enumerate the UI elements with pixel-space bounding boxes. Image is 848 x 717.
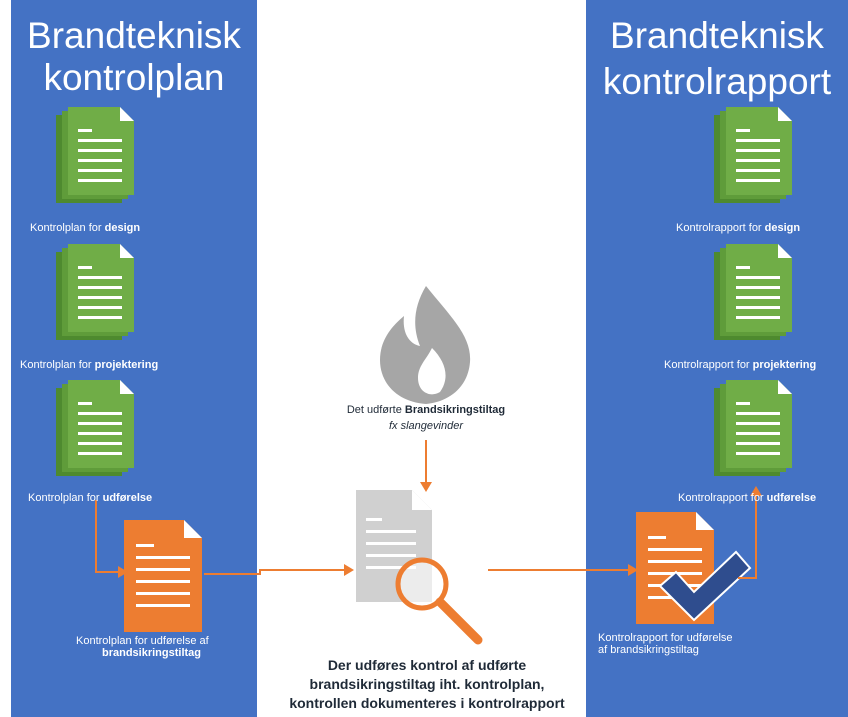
right-document-icon-design (714, 107, 792, 203)
right-doc-label-udforelse: Kontrolrapport for udførelse (678, 492, 817, 504)
fire-sublabel: fx slangevinder (389, 420, 463, 432)
right-panel-title-line1: Brandteknisk (610, 15, 824, 56)
fire-icon (380, 286, 471, 404)
flow-arrows (95, 440, 757, 579)
left-document-icon-design (56, 107, 134, 203)
left-panel-title-line2: kontrolplan (43, 57, 225, 98)
left-panel-title-line1: Brandteknisk (27, 15, 241, 56)
left-orange-doc-label: Kontrolplan for udførelse af brandsikrin… (76, 635, 209, 659)
right-orange-doc-label: Kontrolrapport for udførelse af brandsik… (598, 632, 733, 656)
right-panel-title-line2: kontrolrapport (602, 61, 832, 102)
left-doc-label-projektering: Kontrolplan for projektering (20, 359, 159, 371)
right-doc-label-projektering: Kontrolrapport for projektering (664, 359, 817, 371)
right-document-icon-projektering (714, 244, 792, 340)
arrow-heads (118, 482, 762, 578)
left-doc-label-design: Kontrolplan for design (30, 222, 141, 234)
left-document-icon-udforelse (56, 380, 134, 476)
left-document-icon-projektering (56, 244, 134, 340)
magnifier-icon (395, 557, 483, 645)
right-document-icon-udforelse (714, 380, 792, 476)
checkmark-icon (658, 550, 752, 622)
left-orange-document-icon (124, 520, 202, 632)
center-caption: Der udføres kontrol af udførte brandsikr… (289, 657, 565, 711)
fire-label: Det udførte Brandsikringstiltag (346, 404, 506, 416)
left-doc-label-udforelse: Kontrolplan for udførelse (28, 492, 153, 504)
right-doc-label-design: Kontrolrapport for design (676, 222, 801, 234)
